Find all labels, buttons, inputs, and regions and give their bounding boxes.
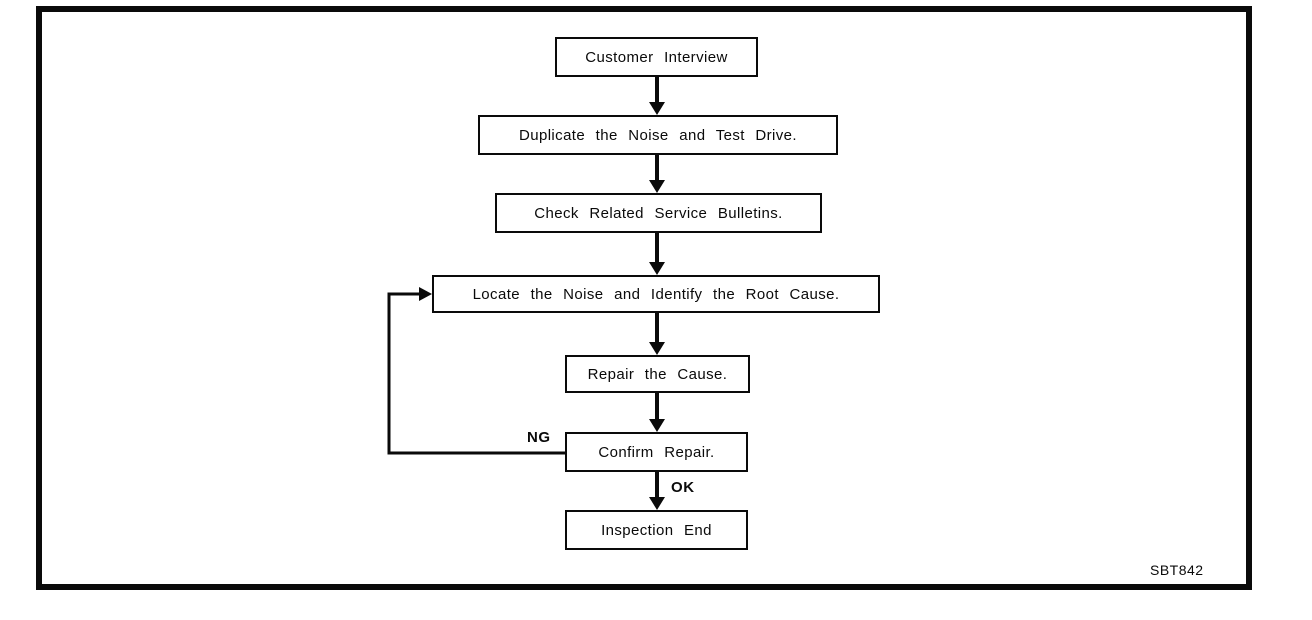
arrowhead-down-icon (649, 102, 665, 115)
ok-label: OK (671, 479, 695, 496)
arrow-repair-to-confirm (649, 393, 665, 432)
loop-confirm-ng-to-locate (387, 287, 565, 455)
flow-box-customer-interview: Customer Interview (555, 37, 758, 77)
figure-code: SBT842 (1150, 562, 1204, 578)
arrowhead-down-icon (649, 419, 665, 432)
arrow-duplicate-to-check (649, 155, 665, 193)
arrow-confirm-to-end (649, 472, 665, 510)
arrowhead-right-icon (419, 287, 432, 301)
arrowhead-down-icon (649, 262, 665, 275)
diagram-frame (36, 6, 1252, 590)
arrow-customer-to-duplicate (649, 77, 665, 115)
flow-box-duplicate-noise-test-drive: Duplicate the Noise and Test Drive. (478, 115, 838, 155)
flow-box-confirm-repair: Confirm Repair. (565, 432, 748, 472)
flow-box-locate-noise-identify-root-cause: Locate the Noise and Identify the Root C… (432, 275, 880, 313)
flow-box-inspection-end: Inspection End (565, 510, 748, 550)
flow-box-check-related-service-bulletins: Check Related Service Bulletins. (495, 193, 822, 233)
arrowhead-down-icon (649, 497, 665, 510)
ng-label: NG (527, 429, 551, 446)
arrow-check-to-locate (649, 233, 665, 275)
arrowhead-down-icon (649, 342, 665, 355)
arrow-locate-to-repair (649, 313, 665, 355)
arrowhead-down-icon (649, 180, 665, 193)
flow-box-repair-cause: Repair the Cause. (565, 355, 750, 393)
